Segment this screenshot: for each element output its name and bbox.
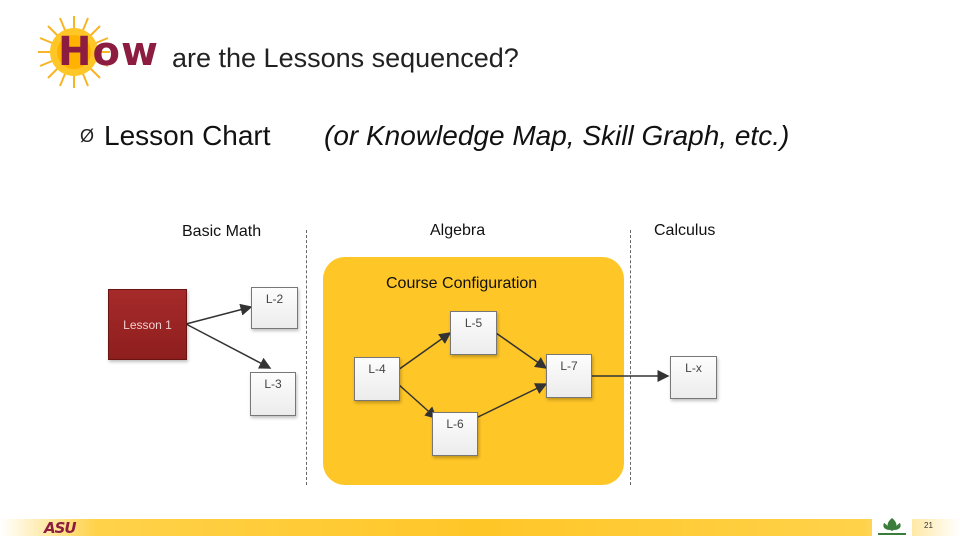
lesson-node-l-4[interactable]: L-4 [354,357,400,401]
edge-l4-l5 [398,333,450,370]
lesson-node-label: L-5 [465,312,482,330]
edge-lesson1-l3 [186,324,270,368]
lesson-node-label: L-4 [368,358,385,376]
lesson-node-l-6[interactable]: L-6 [432,412,478,456]
lesson-node-lesson-1[interactable]: Lesson 1 [108,289,187,360]
edge-l5-l7 [496,333,546,368]
lesson-node-label: L-x [685,357,702,375]
edge-lesson1-l2 [186,307,251,324]
lesson-node-label: L-6 [446,413,463,431]
asu-logo: ASU [44,519,76,537]
lesson-node-l-7[interactable]: L-7 [546,354,592,398]
footer-band [0,519,960,536]
edge-l4-l6 [398,384,436,418]
edge-l6-l7 [476,384,546,418]
partner-logo-icon [872,515,912,537]
page-number: 21 [924,521,933,530]
lesson-node-label: L-3 [264,373,281,391]
leaf-icon [872,515,912,537]
lesson-node-l-x[interactable]: L-x [670,356,717,399]
lesson-node-l-3[interactable]: L-3 [250,372,296,416]
lesson-node-label: Lesson 1 [123,318,172,332]
lesson-node-label: L-2 [266,288,283,306]
lesson-node-l-2[interactable]: L-2 [251,287,298,329]
lesson-node-l-5[interactable]: L-5 [450,311,497,355]
lesson-node-label: L-7 [560,355,577,373]
